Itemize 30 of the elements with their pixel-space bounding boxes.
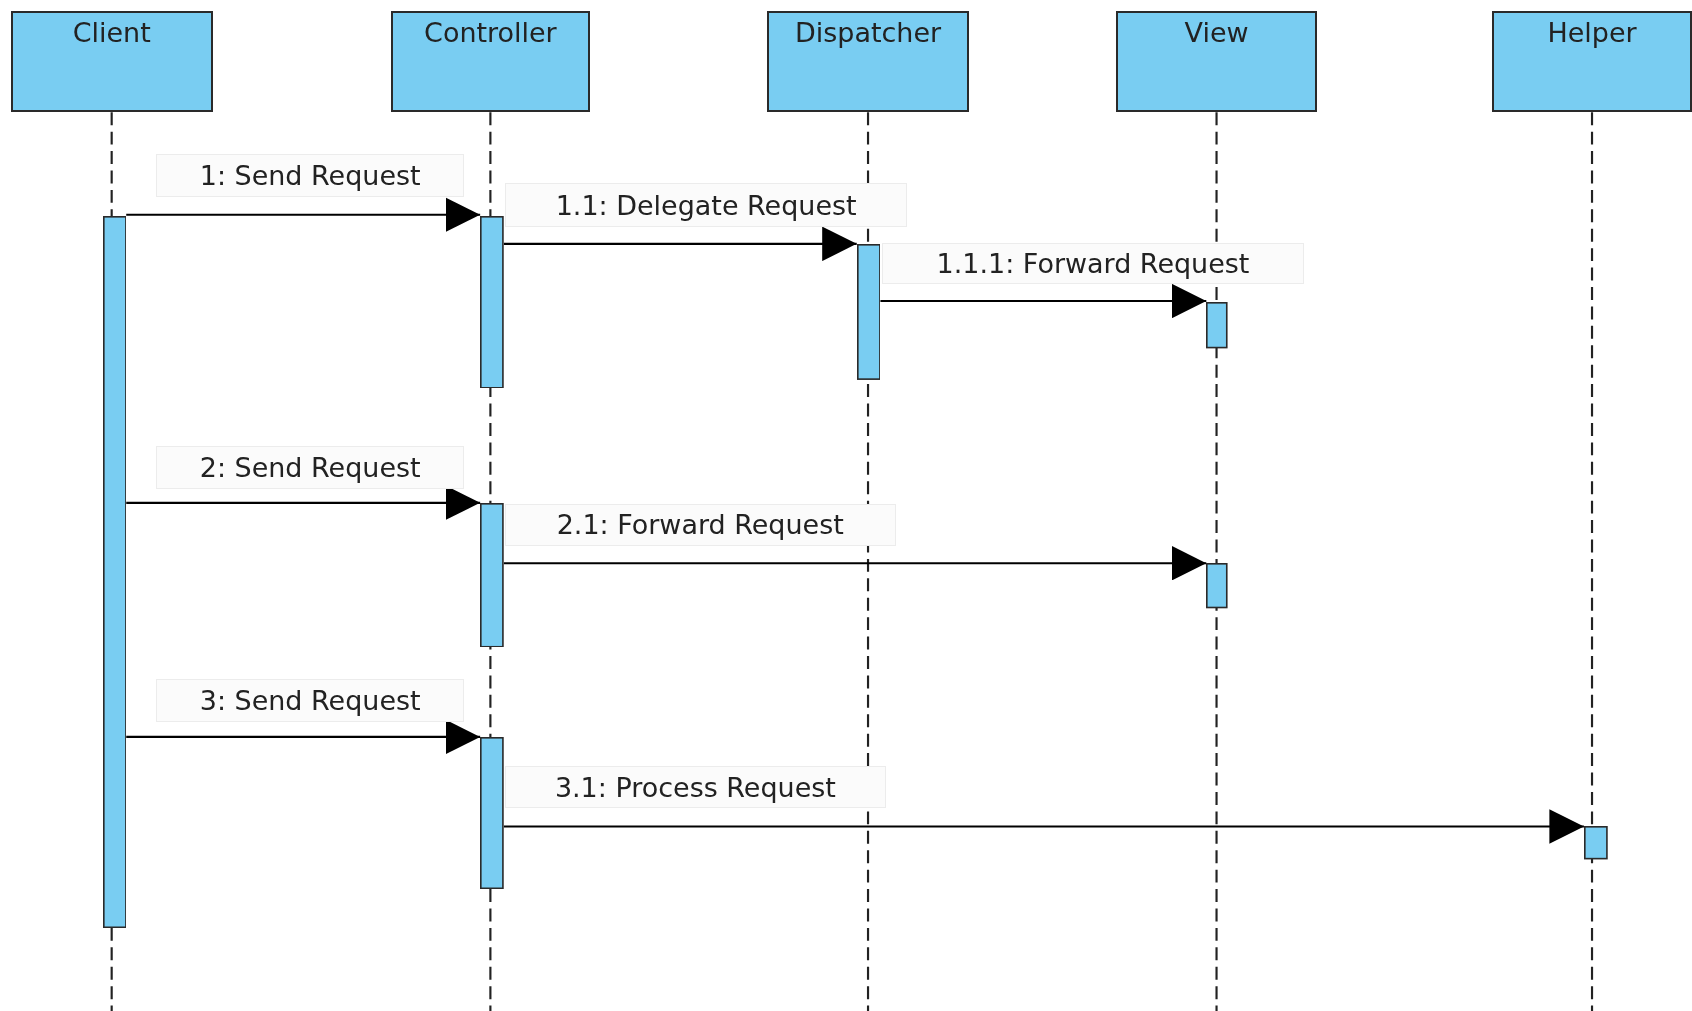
participant-box [1492,10,1692,113]
participant-name: View [1183,17,1250,49]
participant-name: Controller [423,17,558,49]
message-label: 1.1.1: Forward Request [881,242,1305,284]
activation-bar [856,243,881,380]
participant-box [10,10,213,113]
message-arrow [126,197,481,232]
message-label: 3.1: Process Request [504,766,886,809]
message-arrow [880,283,1207,319]
activation-bar [480,215,504,389]
activation-bar [1206,302,1228,349]
message-arrow [503,545,1207,581]
message-label: 2.1: Forward Request [504,503,896,546]
participant-name: Helper [1546,17,1638,49]
activation-bar [1583,826,1608,860]
activation-bar [1206,563,1228,609]
participant-name: Dispatcher [793,17,943,49]
activation-bar [480,736,504,890]
participant-name: Client [71,17,152,49]
activation-bar [102,215,127,928]
activation-bar [480,502,504,648]
message-arrow [503,226,857,262]
message-label: 2: Send Request [156,445,464,489]
message-arrow [503,809,1584,844]
participant-box [390,10,591,113]
participant-box [767,10,969,113]
message-label: 1.1: Delegate Request [504,183,908,227]
participant-box [1115,10,1318,113]
message-label: 3: Send Request [156,678,464,722]
message-label: 1: Send Request [156,154,464,198]
